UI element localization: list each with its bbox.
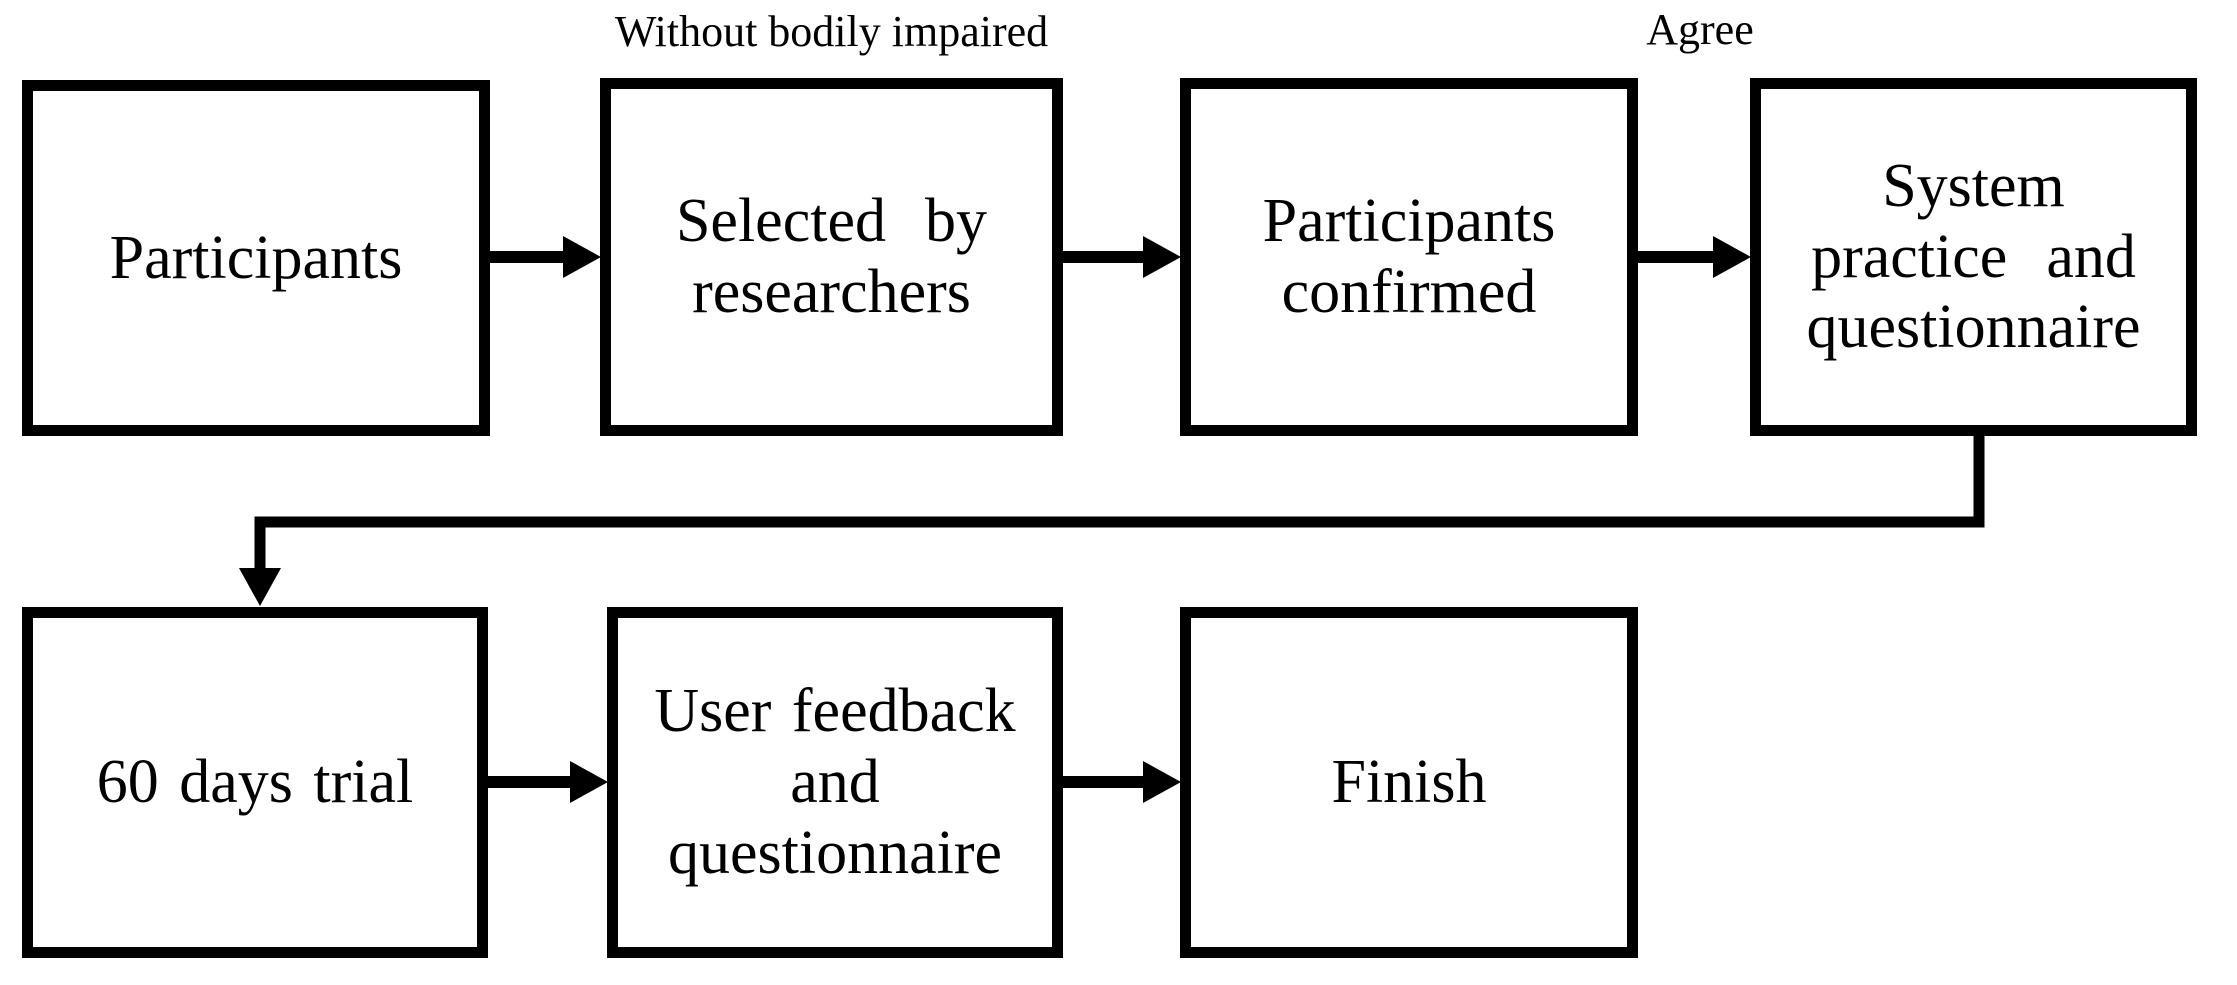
arrow-selected-to-confirmed xyxy=(1061,236,1181,278)
node-system-practice-questionnaire: System practice and questionnaire xyxy=(1750,78,2197,436)
node-selected-by-researchers: Selected by researchers xyxy=(600,78,1063,436)
node-finish: Finish xyxy=(1180,607,1638,958)
connector-system-practice-to-trial xyxy=(239,434,1985,606)
node-participants-label: Participants xyxy=(109,223,403,292)
node-participants-confirmed-label: Participants confirmed xyxy=(1262,187,1556,326)
node-participants: Participants xyxy=(22,80,490,436)
arrow-trial-to-feedback xyxy=(486,761,608,803)
node-user-feedback-questionnaire: User feedback and questionnaire xyxy=(607,607,1063,958)
arrow-participants-to-selected xyxy=(488,236,601,278)
edge-label-agree: Agree xyxy=(1646,5,1754,54)
arrow-feedback-to-finish xyxy=(1061,761,1181,803)
node-system-practice-questionnaire-label: System practice and questionnaire xyxy=(1806,151,2141,362)
node-finish-label: Finish xyxy=(1331,748,1487,817)
node-participants-confirmed: Participants confirmed xyxy=(1180,78,1638,436)
node-user-feedback-questionnaire-label: User feedback and questionnaire xyxy=(654,677,1016,887)
edge-label-without-bodily-impaired: Without bodily impaired xyxy=(614,7,1049,56)
node-60-days-trial-label: 60 days trial xyxy=(96,748,414,817)
node-60-days-trial: 60 days trial xyxy=(22,607,488,958)
node-selected-by-researchers-label: Selected by researchers xyxy=(675,187,988,326)
arrow-confirmed-to-system-practice xyxy=(1636,236,1751,278)
